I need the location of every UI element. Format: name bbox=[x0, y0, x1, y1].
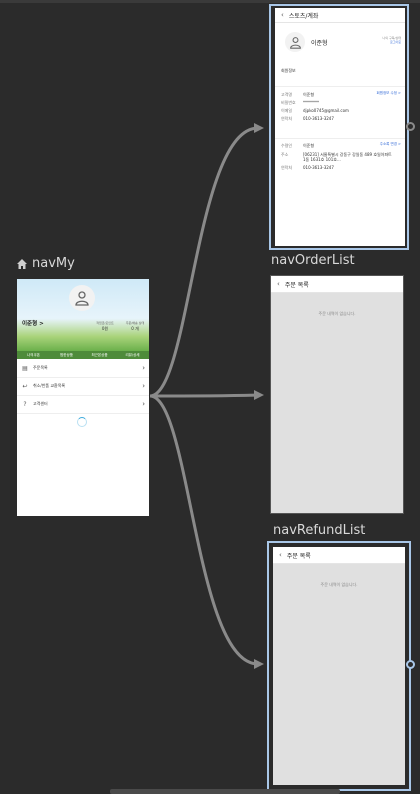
order-empty-area: 주문 내역이 없습니다. bbox=[271, 293, 403, 513]
person-icon bbox=[75, 291, 89, 306]
back-arrow-icon[interactable]: ‹ bbox=[277, 280, 280, 288]
menu-item-help[interactable]: ? 고객센터 › bbox=[17, 395, 149, 414]
edge-to-refundlist bbox=[149, 394, 259, 666]
order-empty-message: 주문 내역이 없습니다. bbox=[318, 311, 356, 316]
top-border bbox=[0, 0, 420, 3]
navmy-screen[interactable]: 이준형 > 적립금/포인트 0원 주문/배송 상태 0 개 나의쿠폰 찜한상품 … bbox=[17, 279, 149, 516]
profile-header: ‹ 스토츠/계좌 bbox=[275, 8, 405, 23]
home-icon bbox=[17, 258, 27, 269]
navmy-label: navMy bbox=[32, 256, 75, 271]
loading-spinner bbox=[77, 417, 87, 427]
profile-action-handle[interactable] bbox=[406, 122, 415, 131]
user-name-link[interactable]: 이준형 > bbox=[22, 321, 44, 327]
edge-to-profile bbox=[149, 126, 259, 398]
chevron-right-icon: › bbox=[142, 364, 145, 372]
order-title: 주문 목록 bbox=[284, 281, 309, 289]
menu-item-returns[interactable]: ↩ 취소/반품 교환목록 › bbox=[17, 377, 149, 396]
edit-profile-link[interactable]: 회원정보 수정 > bbox=[376, 91, 401, 95]
refund-header: ‹ 주문 목록 bbox=[273, 547, 405, 564]
refund-empty-message: 주문 내역이 없습니다. bbox=[320, 582, 358, 587]
divider bbox=[275, 86, 405, 87]
tab-recent[interactable]: 최근본상품 bbox=[91, 353, 108, 357]
person-icon bbox=[289, 36, 301, 49]
divider bbox=[275, 138, 405, 139]
refund-action-handle[interactable] bbox=[406, 660, 415, 669]
avatar[interactable] bbox=[69, 285, 95, 311]
stat-points: 적립금/포인트 0원 bbox=[96, 321, 114, 331]
navrefundlist-label: navRefundList bbox=[273, 523, 366, 538]
refund-empty-area: 주문 내역이 없습니다. bbox=[273, 564, 405, 785]
profile-avatar bbox=[285, 32, 305, 52]
profile-badge: 나의 구독/상태 로그아웃 bbox=[382, 36, 401, 44]
profile-header-banner: 이준형 > 적립금/포인트 0원 주문/배송 상태 0 개 bbox=[17, 279, 149, 351]
tab-wishlist[interactable]: 찜한상품 bbox=[60, 353, 73, 357]
back-arrow-icon[interactable]: ‹ bbox=[281, 11, 284, 19]
start-destination-label: navMy bbox=[16, 256, 75, 271]
tab-review[interactable]: 리뷰/상세 bbox=[125, 353, 140, 357]
edge-to-orderlist bbox=[149, 393, 259, 398]
member-section-label: 회원정보 bbox=[281, 68, 296, 73]
profile-name: 이준형 bbox=[311, 40, 328, 47]
profile-title: 스토츠/계좌 bbox=[288, 12, 319, 20]
edit-address-link[interactable]: 주소록 변경 > bbox=[379, 142, 401, 146]
logout-link[interactable]: 로그아웃 bbox=[389, 40, 401, 44]
navprofile-screen[interactable]: ‹ 스토츠/계좌 이준형 나의 구독/상태 로그아웃 회원정보 회원정보 수정 … bbox=[269, 4, 409, 250]
chevron-right-icon: › bbox=[142, 400, 145, 408]
stat-orders: 주문/배송 상태 0 개 bbox=[125, 321, 145, 331]
arrowhead-orderlist bbox=[254, 390, 264, 400]
chevron-right-icon: › bbox=[142, 382, 145, 390]
arrowhead-refundlist bbox=[254, 659, 264, 669]
menu-item-orders[interactable]: ▤ 주문목록 › bbox=[17, 359, 149, 378]
shortcut-tabs: 나의쿠폰 찜한상품 최근본상품 리뷰/상세 bbox=[17, 351, 149, 359]
navorderlist-screen[interactable]: ‹ 주문 목록 주문 내역이 없습니다. bbox=[270, 275, 404, 514]
return-icon: ↩ bbox=[22, 382, 28, 390]
tab-coupon[interactable]: 나의쿠폰 bbox=[27, 353, 40, 357]
receipt-icon: ▤ bbox=[22, 364, 28, 372]
arrowhead-profile bbox=[254, 123, 264, 133]
order-header: ‹ 주문 목록 bbox=[271, 276, 403, 293]
navrefundlist-screen[interactable]: ‹ 주문 목록 주문 내역이 없습니다. bbox=[267, 541, 411, 791]
horizontal-scrollbar[interactable] bbox=[110, 789, 340, 794]
help-icon: ? bbox=[23, 400, 27, 408]
back-arrow-icon[interactable]: ‹ bbox=[279, 551, 282, 559]
refund-title: 주문 목록 bbox=[286, 552, 311, 560]
navorderlist-label: navOrderList bbox=[271, 253, 355, 268]
